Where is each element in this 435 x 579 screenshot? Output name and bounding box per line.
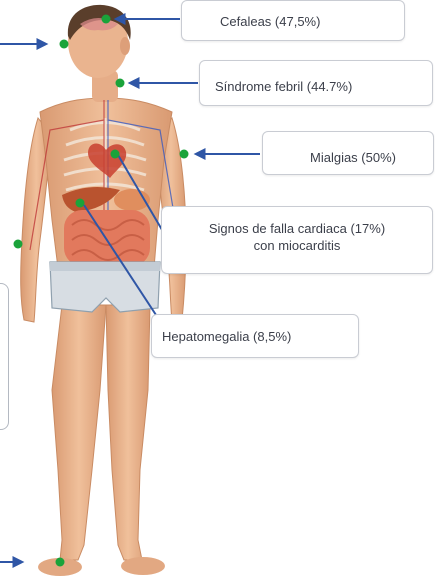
human-figure — [21, 5, 186, 576]
marker-head-left — [60, 40, 69, 49]
marker-liver — [76, 199, 85, 208]
label-sindrome-febril: Síndrome febril (44.7%) — [199, 60, 433, 106]
marker-foot — [56, 558, 65, 567]
label-falla-cardiaca-line1: Signos de falla cardiaca (17%) — [170, 220, 424, 237]
label-hepatomegalia-text: Hepatomegalia (8,5%) — [162, 328, 358, 345]
right-foot — [121, 557, 165, 575]
label-mialgias-text: Mialgias (50%) — [310, 149, 433, 166]
label-cefaleas: Cefaleas (47,5%) — [181, 0, 405, 41]
ear — [120, 37, 130, 55]
marker-cefaleas — [102, 15, 111, 24]
label-sindrome-febril-text: Síndrome febril (44.7%) — [215, 78, 432, 95]
label-falla-cardiaca: Signos de falla cardiaca (17%) con mioca… — [161, 206, 433, 274]
marker-heart — [111, 150, 120, 159]
abdominal-organs — [62, 187, 150, 266]
label-falla-cardiaca-line2: con miocarditis — [170, 237, 424, 254]
left-leg — [52, 305, 106, 560]
waistband — [50, 262, 160, 271]
marker-febril — [116, 79, 125, 88]
marker-mialgias — [180, 150, 189, 159]
label-cefaleas-text: Cefaleas (47,5%) — [220, 13, 404, 30]
right-leg — [106, 305, 150, 560]
side-panel — [0, 283, 9, 430]
label-mialgias: Mialgias (50%) — [262, 131, 434, 175]
label-hepatomegalia: Hepatomegalia (8,5%) — [151, 314, 359, 358]
marker-left-arm — [14, 240, 23, 249]
